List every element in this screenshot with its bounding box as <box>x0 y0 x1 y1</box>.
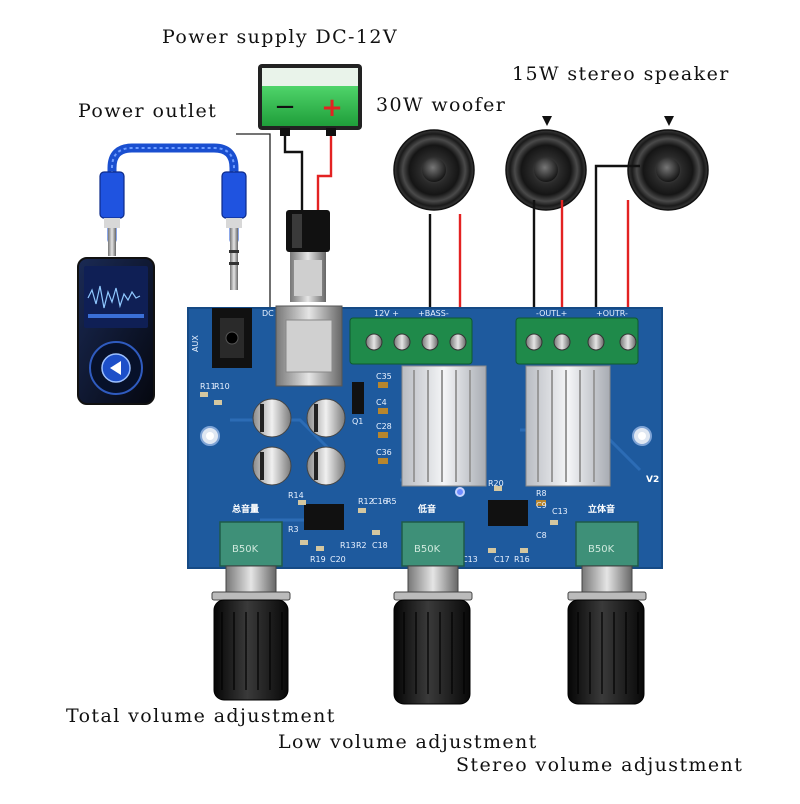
label-q1: Q1 <box>352 417 363 426</box>
outl-label: -OUTL+ <box>536 309 567 318</box>
heatsink-stereo <box>525 365 611 487</box>
mp3-player <box>77 257 155 405</box>
transistor-q1 <box>352 382 364 414</box>
label-r13: R13 <box>340 541 356 550</box>
low-volume-knob[interactable]: B50K <box>393 521 473 705</box>
speaker-pointer-right-icon <box>664 116 674 126</box>
stereo-volume-label: Stereo volume adjustment <box>456 754 744 776</box>
ic-chip-right <box>488 500 528 526</box>
label-c35: C35 <box>376 372 392 381</box>
capacitor-4 <box>306 446 346 486</box>
right-wire-black <box>594 164 640 332</box>
label-r16: R16 <box>514 555 530 564</box>
battery-power-supply: − + <box>258 64 362 136</box>
dc-barrel-plug <box>286 210 330 302</box>
amplifier-pcb: AUX DC 12V + +BASS- -OUTL+ +OUTR- <box>187 305 663 569</box>
capacitor-1 <box>252 398 292 438</box>
label-c36: C36 <box>376 448 392 457</box>
label-r5: R5 <box>386 497 397 506</box>
label-r14: R14 <box>288 491 304 500</box>
aux-audio-cable <box>99 143 247 290</box>
battery-plus-sign: + <box>321 93 343 123</box>
low-volume-label: Low volume adjustment <box>278 731 538 753</box>
label-r8: R8 <box>536 489 547 498</box>
bass-label: +BASS- <box>418 309 449 318</box>
label-r2: R2 <box>356 541 367 550</box>
capacitor-3 <box>252 446 292 486</box>
label-c4: C4 <box>376 398 387 407</box>
outr-label: +OUTR- <box>596 309 628 318</box>
label-c18: C18 <box>372 541 388 550</box>
label-r20: R20 <box>488 479 504 488</box>
pot-code-total: B50K <box>232 544 259 555</box>
label-c20: C20 <box>330 555 346 564</box>
woofer-label: 30W woofer <box>376 94 507 116</box>
knob-low-pcb-label: 低音 <box>417 503 436 515</box>
label-r11: R11 <box>200 382 216 391</box>
stereo-speaker-label: 15W stereo speaker <box>512 63 730 85</box>
board-version-label: V2 <box>646 475 659 485</box>
label-c13b: C13 <box>462 555 478 564</box>
speaker-pointer-left-icon <box>542 116 552 126</box>
stereo-volume-knob[interactable]: B50K <box>567 521 647 705</box>
smd-components <box>200 382 558 553</box>
heatsink-bass <box>401 365 487 487</box>
label-c13: C13 <box>552 507 568 516</box>
capacitor-2 <box>306 398 346 438</box>
total-volume-knob[interactable]: B50K <box>211 521 291 701</box>
dc-label: DC <box>262 309 274 318</box>
pot-code-stereo: B50K <box>588 544 615 555</box>
label-c28: C28 <box>376 422 392 431</box>
battery-negative-wire <box>283 136 304 210</box>
stereo-speaker-left <box>505 129 587 211</box>
total-volume-label: Total volume adjustment <box>66 705 336 727</box>
label-c17: C17 <box>494 555 510 564</box>
label-c8: C8 <box>536 531 547 540</box>
knob-stereo-pcb-label: 立体音 <box>588 503 615 515</box>
battery-positive-wire <box>316 136 333 210</box>
battery-minus-sign: − <box>274 92 296 122</box>
label-r12: R12 <box>358 497 374 506</box>
pot-code-low: B50K <box>414 544 441 555</box>
knob-total-pcb-label: 总音量 <box>232 503 259 515</box>
label-r3: R3 <box>288 525 299 534</box>
ic-chip-left <box>304 504 344 530</box>
aux-label: AUX <box>191 335 200 352</box>
power-outlet-label: Power outlet <box>78 100 218 122</box>
power-outlet-leader-line <box>236 133 288 319</box>
label-r10: R10 <box>214 382 230 391</box>
label-r19: R19 <box>310 555 326 564</box>
label-c16: C16 <box>372 497 388 506</box>
v-in-label: 12V + <box>374 309 399 318</box>
power-supply-label: Power supply DC-12V <box>162 26 398 48</box>
power-led-icon <box>455 487 465 497</box>
label-c9: C9 <box>536 501 547 510</box>
woofer-speaker <box>393 129 475 211</box>
stereo-speaker-right <box>627 129 709 211</box>
